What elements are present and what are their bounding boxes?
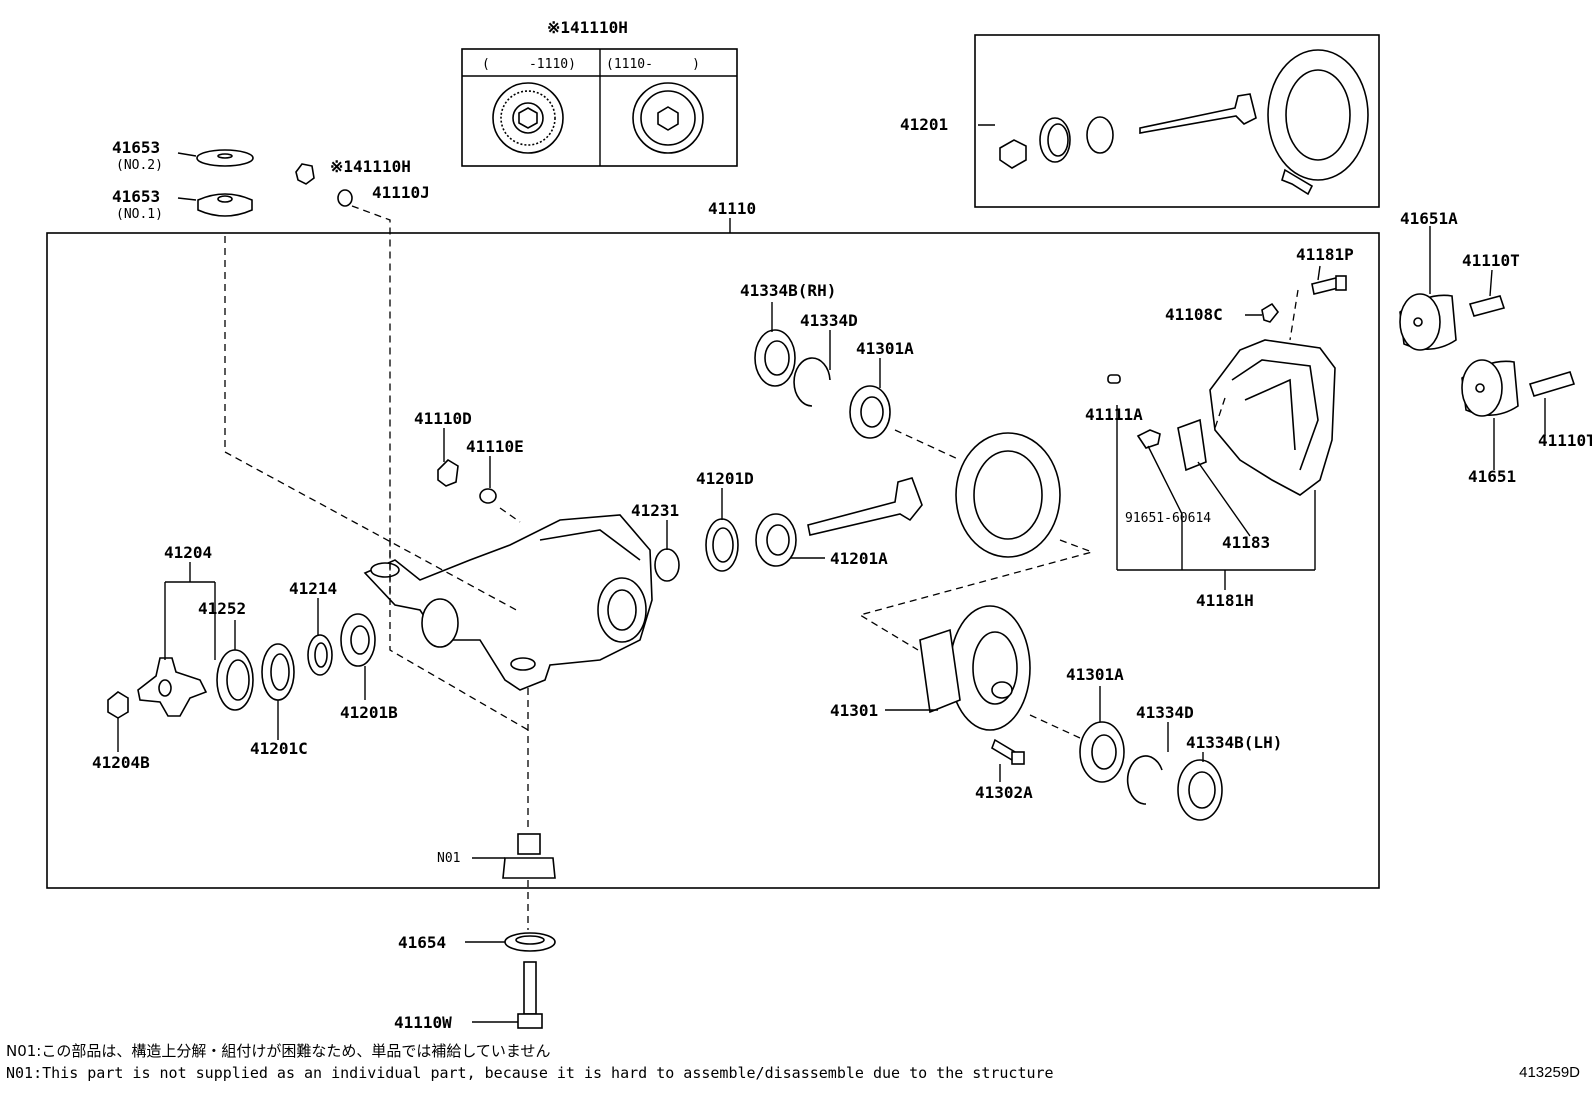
bearing-41301a-a (849, 385, 891, 439)
label-41334d-b: 41334D (1136, 703, 1194, 722)
label-top-41110h: ※141110H (547, 18, 628, 37)
label-41110d: 41110D (414, 409, 472, 428)
flange-41651a (1399, 293, 1506, 351)
label-91651-60614: 91651-60614 (1125, 511, 1211, 526)
ring-gear (955, 432, 1061, 558)
label-41653-no2: 41653 (112, 138, 160, 157)
differential-case-41301 (919, 605, 1031, 731)
small-plug-h (295, 163, 315, 185)
label-41231: 41231 (631, 501, 679, 520)
mount-n01 (502, 833, 556, 879)
label-41201a: 41201A (830, 549, 888, 568)
bearing-41201b (340, 613, 376, 667)
label-41334b-rh: 41334B(RH) (740, 281, 836, 300)
label-41201c: 41201C (250, 739, 308, 758)
label-41654: 41654 (398, 933, 446, 952)
label-41110t-a: 41110T (1462, 251, 1520, 270)
assembly-guide-lines (224, 205, 1299, 930)
label-41201: 41201 (900, 115, 948, 134)
label-41181h: 41181H (1196, 591, 1254, 610)
pin-41111a (1107, 374, 1121, 384)
part-labels: ※141110H ( -1110) (1110- ) 41201 41653 (… (92, 18, 1592, 1032)
stopper-no2 (196, 149, 254, 167)
label-41181p: 41181P (1296, 245, 1354, 264)
label-41108c: 41108C (1165, 305, 1223, 324)
gasket-j (337, 189, 353, 207)
note-english: N01:This part is not supplied as an indi… (6, 1064, 1054, 1082)
label-41183: 41183 (1222, 533, 1270, 552)
label-41204: 41204 (164, 543, 212, 562)
label-no1: (NO.1) (116, 207, 163, 222)
label-n01: N01 (437, 851, 460, 866)
label-41301a-a: 41301A (856, 339, 914, 358)
label-41110: 41110 (708, 199, 756, 218)
bearing-41301a-b (1079, 721, 1125, 783)
variant-seal-left (492, 82, 564, 154)
label-41110w: 41110W (394, 1013, 452, 1032)
washer-41201d (705, 518, 739, 572)
seal-41334b-lh (1177, 759, 1223, 821)
breather-41108c (1261, 302, 1280, 323)
label-41651: 41651 (1468, 467, 1516, 486)
snap-ring-41334d-b (1126, 755, 1163, 805)
label-41301: 41301 (830, 701, 878, 720)
plug-41110d (437, 440, 459, 487)
washer-41214 (307, 634, 333, 676)
label-41110e: 41110E (466, 437, 524, 456)
flange-41651 (1461, 359, 1576, 417)
drive-pinion (807, 477, 923, 536)
gear-set-parts (999, 49, 1369, 196)
label-41252: 41252 (198, 599, 246, 618)
oil-seal-41252 (216, 649, 254, 711)
label-41334b-lh: 41334B(LH) (1186, 733, 1282, 752)
label-41334d-a: 41334D (800, 311, 858, 330)
gasket-41110e (479, 488, 497, 504)
label-41111a: 41111A (1085, 405, 1143, 424)
bolt-41110w (517, 961, 543, 1029)
carrier-housing (363, 514, 653, 691)
seal-41334b-rh (754, 329, 796, 387)
label-41110j: 41110J (372, 183, 430, 202)
cover-41181h (1136, 339, 1336, 496)
label-41302a: 41302A (975, 783, 1033, 802)
label-41651a: 41651A (1400, 209, 1458, 228)
bolt-41181p (1311, 275, 1347, 295)
nut-41204b (107, 691, 129, 719)
label-41110t-b: 41110T (1538, 431, 1592, 450)
reference-code: 413259D (1519, 1064, 1580, 1081)
label-range-right: (1110- ) (606, 57, 700, 72)
gear-set-box (974, 34, 1380, 208)
label-no2: (NO.2) (116, 158, 163, 173)
label-41214: 41214 (289, 579, 337, 598)
label-41204b: 41204B (92, 753, 150, 772)
variant-seal-right (632, 82, 704, 154)
label-41201d: 41201D (696, 469, 754, 488)
label-41201b: 41201B (340, 703, 398, 722)
snap-ring-41334d-a (793, 357, 831, 407)
label-range-left: ( -1110) (482, 57, 576, 72)
main-assembly-box (46, 232, 1380, 889)
spacer-41231 (654, 548, 680, 582)
stopper-no1 (197, 193, 253, 217)
companion-flange-41204 (137, 657, 208, 717)
bearing-41201a (755, 513, 797, 567)
label-41653-no1: 41653 (112, 187, 160, 206)
label-41110h: ※141110H (330, 157, 411, 176)
bolt-41302a (991, 738, 1025, 765)
spacer-41201c (261, 643, 295, 701)
note-japanese: N01:この部品は、構造上分解・組付けが困難なため、単品では補給していません (6, 1042, 551, 1060)
label-41301a-b: 41301A (1066, 665, 1124, 684)
stopper-41654 (504, 932, 556, 952)
leader-lines (117, 124, 1546, 1023)
